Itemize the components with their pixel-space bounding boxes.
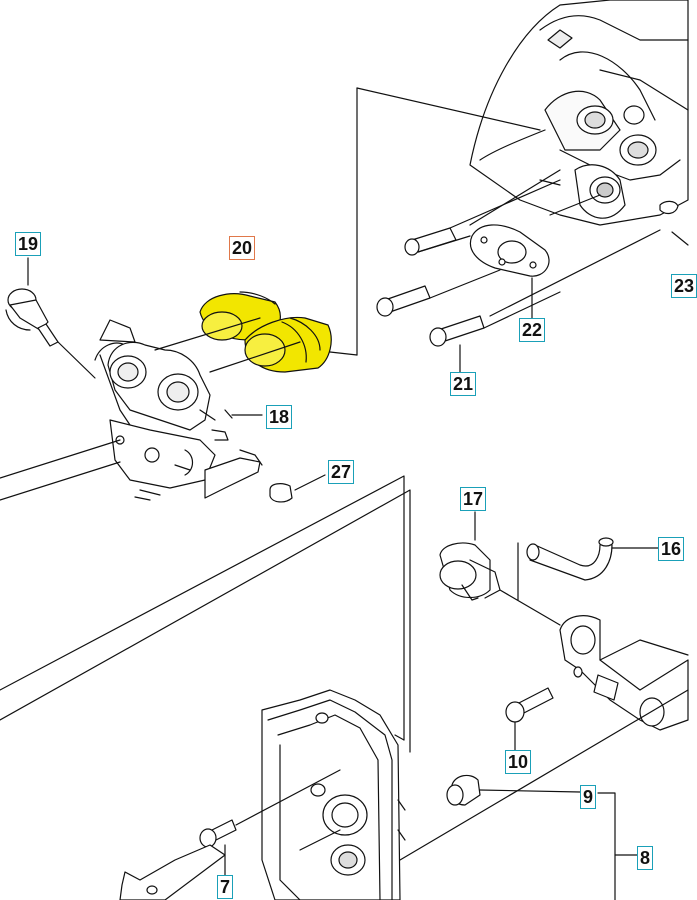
- callout-9: 9: [580, 785, 597, 809]
- callout-22: 22: [519, 318, 546, 342]
- throttle-lever: [119, 844, 226, 900]
- bolt-lower: [429, 315, 485, 347]
- bolt-middle: [376, 285, 431, 317]
- callout-18: 18: [266, 405, 293, 429]
- bolt-upper: [404, 227, 457, 256]
- callout-8: 8: [637, 846, 654, 870]
- callout-21: 21: [450, 372, 477, 396]
- air-filter-base: [261, 689, 406, 900]
- fuel-hose: [526, 537, 614, 581]
- pulse-connector: [439, 542, 501, 601]
- callout-16: 16: [658, 537, 685, 561]
- callout-19: 19: [15, 232, 42, 256]
- callout-17: 17: [460, 487, 487, 511]
- grommet-9: [446, 774, 481, 806]
- screw-10: [505, 687, 554, 723]
- cylinder-housing: [469, 0, 689, 226]
- handle-bracket: [559, 615, 689, 731]
- gasket: [469, 224, 550, 277]
- carburettor: [94, 319, 263, 501]
- callout-10: 10: [505, 750, 532, 774]
- choke-knob: [5, 288, 59, 347]
- callout-20: 20: [229, 236, 256, 260]
- callout-27: 27: [328, 460, 355, 484]
- small-collar: [269, 483, 293, 503]
- callout-7: 7: [217, 875, 234, 899]
- callout-23: 23: [671, 274, 697, 298]
- screw-7: [199, 819, 237, 848]
- intake-boot-highlighted: [199, 291, 332, 373]
